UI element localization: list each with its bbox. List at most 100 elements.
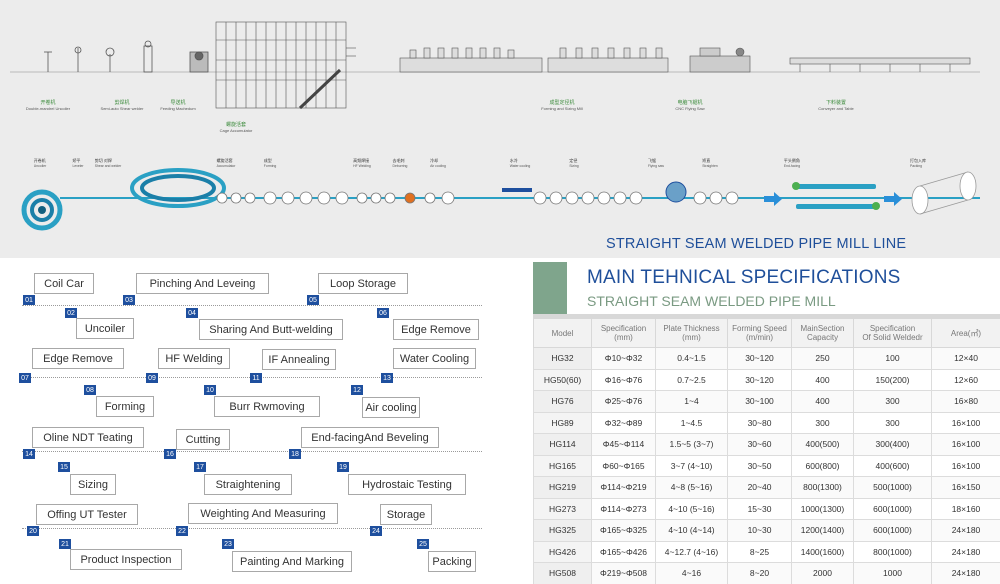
- table-cell: Φ32~Φ89: [591, 411, 656, 434]
- table-cell: 150(200): [853, 368, 932, 391]
- table-cell: Φ60~Φ165: [591, 454, 656, 477]
- step-number: 09: [146, 373, 158, 383]
- table-cell: 250: [791, 347, 854, 370]
- step-number: 12: [351, 385, 363, 395]
- table-cell: 2000: [791, 562, 854, 584]
- table-cell: 12×60: [931, 368, 1000, 391]
- column-header: Forming Speed(m/min): [727, 318, 792, 348]
- table-cell: 20~40: [727, 476, 792, 499]
- table-cell: 1000(1300): [791, 497, 854, 520]
- column-header: Area(㎡): [931, 318, 1000, 348]
- table-cell: 15~30: [727, 497, 792, 520]
- spec-title: MAIN TEHNICAL SPECIFICATIONS: [587, 267, 901, 288]
- step-hf-welding: HF Welding: [158, 348, 230, 369]
- step-number: 25: [417, 539, 429, 549]
- table-cell: Φ114~Φ219: [591, 476, 656, 499]
- table-cell: 0.7~2.5: [655, 368, 728, 391]
- step-burr-removing: Burr Rwmoving: [214, 396, 320, 417]
- table-cell: 4~10 (5~16): [655, 497, 728, 520]
- table-cell: 1~4.5: [655, 411, 728, 434]
- table-cell: 30~120: [727, 347, 792, 370]
- step-number: 14: [23, 449, 35, 459]
- cage-accumulator: [215, 21, 356, 110]
- step-offline-ut-tester: Offing UT Tester: [36, 504, 138, 525]
- accumulator-spiral: [130, 168, 226, 208]
- table-cell: Φ219~Φ508: [591, 562, 656, 584]
- table-cell: 24×180: [931, 519, 1000, 542]
- table-cell: 600(1000): [853, 519, 932, 542]
- model-cell: HG508: [533, 562, 592, 584]
- feeding-machine: [189, 51, 209, 73]
- step-number: 15: [58, 462, 70, 472]
- step-coil-car: Coil Car: [34, 273, 94, 294]
- table-cell: 100: [853, 347, 932, 370]
- step-packing: Packing: [428, 551, 476, 572]
- table-cell: 3~7 (4~10): [655, 454, 728, 477]
- forming-rolls: [216, 191, 739, 205]
- step-loop-storage: Loop Storage: [318, 273, 408, 294]
- table-cell: 16×100: [931, 411, 1000, 434]
- table-cell: 600(800): [791, 454, 854, 477]
- water-cooling-bar: [502, 188, 532, 192]
- table-cell: 400: [791, 390, 854, 413]
- step-number: 08: [84, 385, 96, 395]
- step-number: 13: [381, 373, 393, 383]
- step-edge-remove: Edge Remove: [32, 348, 124, 369]
- step-end-facing-beveling: End-facingAnd Beveling: [301, 427, 439, 448]
- row-divider: [22, 305, 482, 306]
- step-storage: Storage: [380, 504, 432, 525]
- table-cell: 1.5~5 (3~7): [655, 433, 728, 456]
- step-hydrostatic-testing: Hydrostaic Testing: [348, 474, 466, 495]
- table-cell: 300: [791, 411, 854, 434]
- column-header: Specification(mm): [591, 318, 656, 348]
- table-cell: 4~8 (5~16): [655, 476, 728, 499]
- diagram-title: STRAIGHT SEAM WELDED PIPE MILL LINE: [606, 236, 907, 252]
- shear-welder-machine: [143, 40, 153, 73]
- table-cell: 16×100: [931, 433, 1000, 456]
- step-number: 03: [123, 295, 135, 305]
- step-number: 02: [65, 308, 77, 318]
- table-cell: 30~80: [727, 411, 792, 434]
- process-steps-panel: Coil Car 01 Uncoiler 02 Pinching And Lev…: [0, 262, 530, 584]
- table-cell: 16×80: [931, 390, 1000, 413]
- step-number: 22: [176, 526, 188, 536]
- step-if-annealing: IF Annealing: [262, 349, 336, 370]
- model-cell: HG273: [533, 497, 592, 520]
- table-cell: 30~50: [727, 454, 792, 477]
- table-cell: 30~120: [727, 368, 792, 391]
- conveyer-table: [789, 57, 971, 72]
- table-cell: 24×180: [931, 540, 1000, 563]
- table-cell: 800(1000): [853, 540, 932, 563]
- step-number: 01: [23, 295, 35, 305]
- step-edge-remove: Edge Remove: [393, 319, 479, 340]
- step-number: 20: [27, 526, 39, 536]
- step-weighting-measuring: Weighting And Measuring: [188, 503, 338, 524]
- step-pinching-leveling: Pinching And Leveing: [136, 273, 269, 294]
- model-cell: HG325: [533, 519, 592, 542]
- mill-line-drawing: [10, 21, 980, 231]
- row-divider: [22, 528, 482, 529]
- model-cell: HG426: [533, 540, 592, 563]
- spec-divider: [533, 314, 1000, 318]
- table-cell: 500(1000): [853, 476, 932, 499]
- table-cell: 400: [791, 368, 854, 391]
- table-cell: 1~4: [655, 390, 728, 413]
- table-cell: Φ25~Φ76: [591, 390, 656, 413]
- table-cell: 300(400): [853, 433, 932, 456]
